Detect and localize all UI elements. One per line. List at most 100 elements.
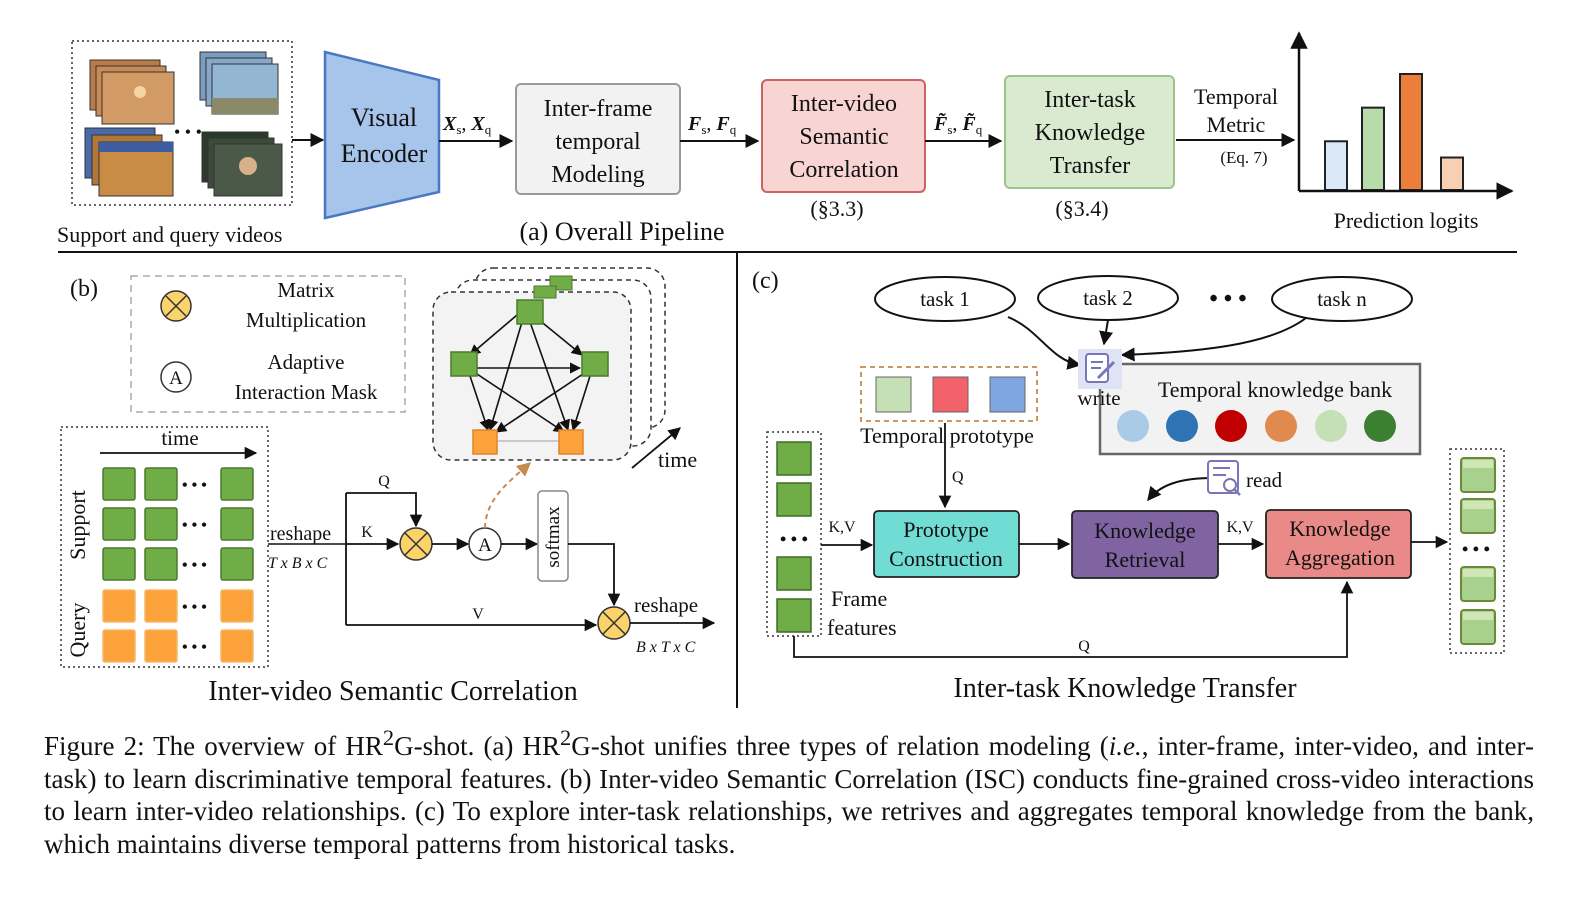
- support-cell: [102, 507, 136, 541]
- prototype-squares: [875, 376, 1026, 413]
- reshape-label-2: reshape: [634, 593, 698, 617]
- prototype-square-3: [989, 376, 1026, 413]
- dims-label-2: B x T x C: [636, 639, 696, 656]
- x-label: Xs, Xq: [442, 113, 492, 137]
- frame-feature-3: [776, 556, 812, 591]
- kv-label-1: K,V: [828, 519, 856, 536]
- proto-line-1: Prototype: [903, 517, 989, 542]
- feature-grid-frame: [60, 426, 269, 668]
- support-cell: [102, 467, 136, 501]
- f-label: Fs, Fq: [687, 113, 737, 137]
- reshape-label: reshape: [270, 523, 331, 545]
- grid-row-dots: • • •: [182, 557, 207, 574]
- time-label-top: time: [161, 426, 198, 450]
- out-dots: • • •: [1462, 539, 1490, 559]
- prediction-bar-3: [1399, 73, 1423, 191]
- panel-b-title: Inter-video Semantic Correlation: [208, 676, 578, 707]
- grid-row-dots: • • •: [182, 477, 207, 494]
- prototype-square-2: [932, 376, 969, 413]
- intervideo-box: [761, 79, 926, 193]
- video-thumbnails: • • •: [84, 51, 283, 197]
- prototype-square-1: [875, 376, 912, 413]
- ftilde-label: F̃s, F̃q: [933, 112, 983, 137]
- support-cell: [144, 467, 178, 501]
- caption-sup-1: 2: [382, 725, 395, 750]
- panel-a: • • • Support and query videos Visual En…: [57, 31, 1514, 247]
- knowledge-aggregation-box: [1265, 509, 1412, 579]
- write-label: write: [1077, 386, 1120, 410]
- legend-matrix-1: Matrix: [277, 278, 335, 302]
- frame-label-2: features: [827, 615, 897, 640]
- figure-caption: Figure 2: The overview of HR2G-shot. (a)…: [44, 722, 1534, 860]
- caption-part-1: Figure 2: The overview of HR: [44, 731, 383, 761]
- panel-b: (b) Matrix Multiplication A Adaptive Int…: [60, 267, 716, 707]
- prediction-bar-4: [1440, 156, 1464, 192]
- frame-feature-1: [776, 441, 812, 476]
- query-cell: [220, 629, 254, 663]
- task-2-label: task 2: [1083, 286, 1133, 310]
- prototype-frame: [860, 366, 1038, 422]
- interaction-graph-stack: [432, 267, 666, 461]
- kv-label-2: K,V: [1226, 519, 1254, 536]
- support-label: Support: [65, 490, 90, 560]
- read-label: read: [1246, 468, 1283, 492]
- caption-sup-2: 2: [560, 725, 572, 750]
- intervideo-line-3: Correlation: [789, 157, 898, 183]
- panel-b-tag: (b): [70, 276, 98, 302]
- video-dots: • • •: [174, 122, 202, 142]
- interframe-box: [515, 83, 681, 195]
- grid-row-dots: • • •: [182, 517, 207, 534]
- feature-grid: • • •• • •• • •• • •• • •: [102, 467, 254, 663]
- caption-ie: i.e.: [1108, 731, 1142, 761]
- bank-entry-4: [1265, 410, 1297, 442]
- output-feature-highlight: [1463, 569, 1493, 577]
- caption-part-2: G-shot. (a) HR: [394, 731, 560, 761]
- prediction-bar-1: [1324, 140, 1348, 191]
- legend-box: [130, 275, 406, 413]
- legend-adaptive-2: Interaction Mask: [235, 380, 378, 404]
- query-cell: [144, 589, 178, 623]
- output-feature-squares: [1460, 457, 1496, 645]
- legend-adaptive-1: Adaptive: [268, 350, 345, 374]
- frame-feature-4: [776, 598, 812, 633]
- support-cell: [144, 507, 178, 541]
- intertask-box: [1004, 75, 1175, 189]
- support-cell: [220, 467, 254, 501]
- task-1-label: task 1: [920, 287, 970, 311]
- encoder-line-1: Visual: [351, 103, 417, 132]
- metric-line-1: Temporal: [1194, 84, 1278, 109]
- adaptive-mask-icon: [160, 361, 192, 393]
- time-label-graph: time: [658, 447, 697, 472]
- support-cell: [220, 547, 254, 581]
- support-cell: [144, 547, 178, 581]
- videos-frame: [71, 40, 293, 206]
- support-cell: [220, 507, 254, 541]
- support-cell: [102, 547, 136, 581]
- bank-entry-3: [1215, 410, 1247, 442]
- pipeline-title: (a) Overall Pipeline: [519, 217, 724, 246]
- matmul-node-1: [399, 527, 433, 561]
- frame-feature-squares: [776, 441, 812, 633]
- prototype-label: Temporal prototype: [860, 423, 1034, 448]
- task-dots: • • •: [1209, 286, 1246, 312]
- task-n-label: task n: [1317, 287, 1367, 311]
- interframe-line-1: Inter-frame: [544, 96, 653, 122]
- frame-label-1: Frame: [831, 586, 887, 611]
- softmax-label: softmax: [543, 506, 564, 568]
- aggregation-line-1: Knowledge: [1289, 516, 1390, 541]
- bank-title: Temporal knowledge bank: [1158, 377, 1392, 402]
- retrieval-line-2: Retrieval: [1105, 547, 1186, 572]
- panel-c-tag: (c): [752, 268, 779, 294]
- aggregation-line-2: Aggregation: [1285, 545, 1395, 570]
- output-feature-highlight: [1463, 460, 1493, 468]
- legend-a-symbol: A: [169, 368, 183, 389]
- metric-eq: (Eq. 7): [1220, 148, 1267, 167]
- visual-encoder: [323, 50, 441, 220]
- v-label: V: [472, 606, 484, 623]
- prediction-bars: [1324, 73, 1464, 192]
- bank-entry-2: [1166, 410, 1198, 442]
- q-label-c: Q: [952, 469, 964, 486]
- query-label: Query: [65, 603, 90, 658]
- encoder-line-2: Encoder: [341, 139, 428, 168]
- write-icon: [1078, 349, 1122, 389]
